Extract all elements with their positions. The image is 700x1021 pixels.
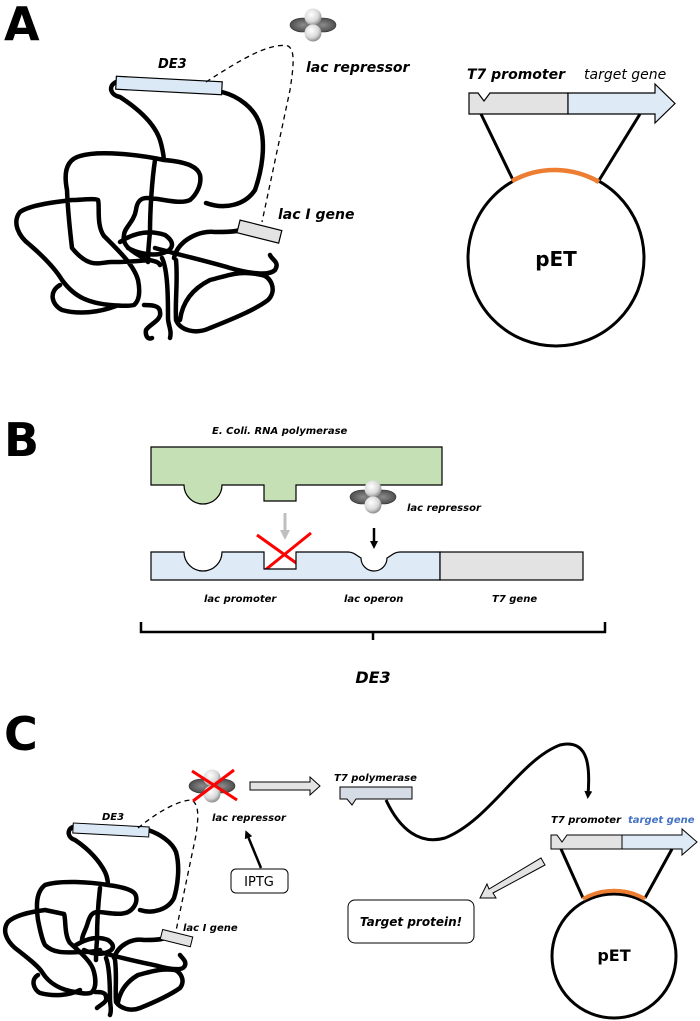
- insert-site-highlight-c: [582, 888, 646, 901]
- iptg-box: [230, 868, 289, 894]
- target-protein-box: [347, 899, 475, 944]
- de3-brace-label: DE3: [355, 668, 390, 687]
- t7-promoter-label: T7 promoter: [467, 67, 566, 83]
- pet-label: pET: [535, 247, 577, 271]
- panel-c-letter: C: [4, 707, 38, 761]
- target-gene-label: target gene: [584, 67, 666, 83]
- t7-polymerase-path-arrow: [384, 742, 593, 842]
- lac-repressor-icon: [289, 8, 337, 42]
- panel-a-letter: A: [4, 0, 40, 51]
- panel-b-letter: B: [4, 413, 39, 467]
- t7-promoter-segment-c: [550, 834, 623, 850]
- t7-polymerase-label: T7 polymerase: [334, 773, 417, 784]
- pet-plasmid-circle-c: [550, 892, 678, 1020]
- de3-label: DE3: [158, 57, 187, 72]
- insert-connector-right-c: [643, 848, 674, 899]
- panel-c: C DE3 lac I gene lac repressor IPTG T7 p…: [2, 707, 698, 1020]
- t7-gene-segment: [439, 551, 584, 581]
- de3-brace: [139, 622, 607, 640]
- chromosome-strand: [14, 79, 279, 341]
- de3-segment: [115, 75, 223, 96]
- target-gene-arrow: [567, 82, 676, 125]
- chromosome-loop-upper: [203, 89, 266, 209]
- lac-operon-region: [150, 551, 441, 581]
- insert-site-highlight: [510, 167, 601, 184]
- de3-label-c: DE3: [102, 812, 124, 823]
- lac-i-gene-segment: [236, 219, 283, 244]
- target-gene-label-c: target gene: [628, 815, 695, 826]
- rna-polymerase-block: [150, 446, 443, 505]
- target-protein-label: Target protein!: [360, 915, 462, 929]
- inactivated-x-icon: [191, 768, 238, 803]
- expression-link-dashed: [205, 44, 294, 223]
- t7-promoter-segment: [468, 92, 569, 115]
- chromosome-strand-c: [2, 824, 188, 1018]
- lac-promoter-label: lac promoter: [204, 594, 277, 605]
- lac-operon-label: lac operon: [344, 594, 403, 605]
- t7-promoter-label-c: T7 promoter: [551, 815, 622, 826]
- pet-label-c: pET: [597, 946, 630, 965]
- target-gene-arrow-c: [621, 827, 698, 857]
- lac-i-gene-label-c: lac I gene: [183, 923, 238, 934]
- panel-a: A DE3 lac I gene lac repressor T7 promot…: [4, 0, 676, 348]
- expression-link-dashed-c: [137, 799, 199, 932]
- t7-gene-label: T7 gene: [492, 594, 537, 605]
- de3-segment-c: [72, 822, 150, 838]
- panel-b: B E. Coli. RNA polymerase lac repressor …: [4, 413, 607, 687]
- chromosome-loop-upper-c: [137, 827, 181, 914]
- insert-connector-left: [479, 113, 515, 181]
- insert-connector-left-c: [559, 848, 585, 899]
- rna-polymerase-label: E. Coli. RNA polymerase: [212, 426, 348, 437]
- induction-arrow: [249, 775, 321, 797]
- lac-i-gene-label: lac I gene: [278, 207, 354, 223]
- lac-repressor-label-b: lac repressor: [407, 503, 482, 514]
- lac-repressor-label: lac repressor: [306, 60, 411, 76]
- insert-connector-right: [596, 113, 642, 183]
- iptg-label: IPTG: [244, 875, 274, 890]
- iptg-arrow: [244, 830, 263, 869]
- t7-polymerase-block: [339, 786, 413, 806]
- lac-repressor-label-c: lac repressor: [212, 813, 287, 824]
- lac-i-gene-segment-c: [159, 928, 194, 948]
- expression-arrow: [479, 857, 546, 899]
